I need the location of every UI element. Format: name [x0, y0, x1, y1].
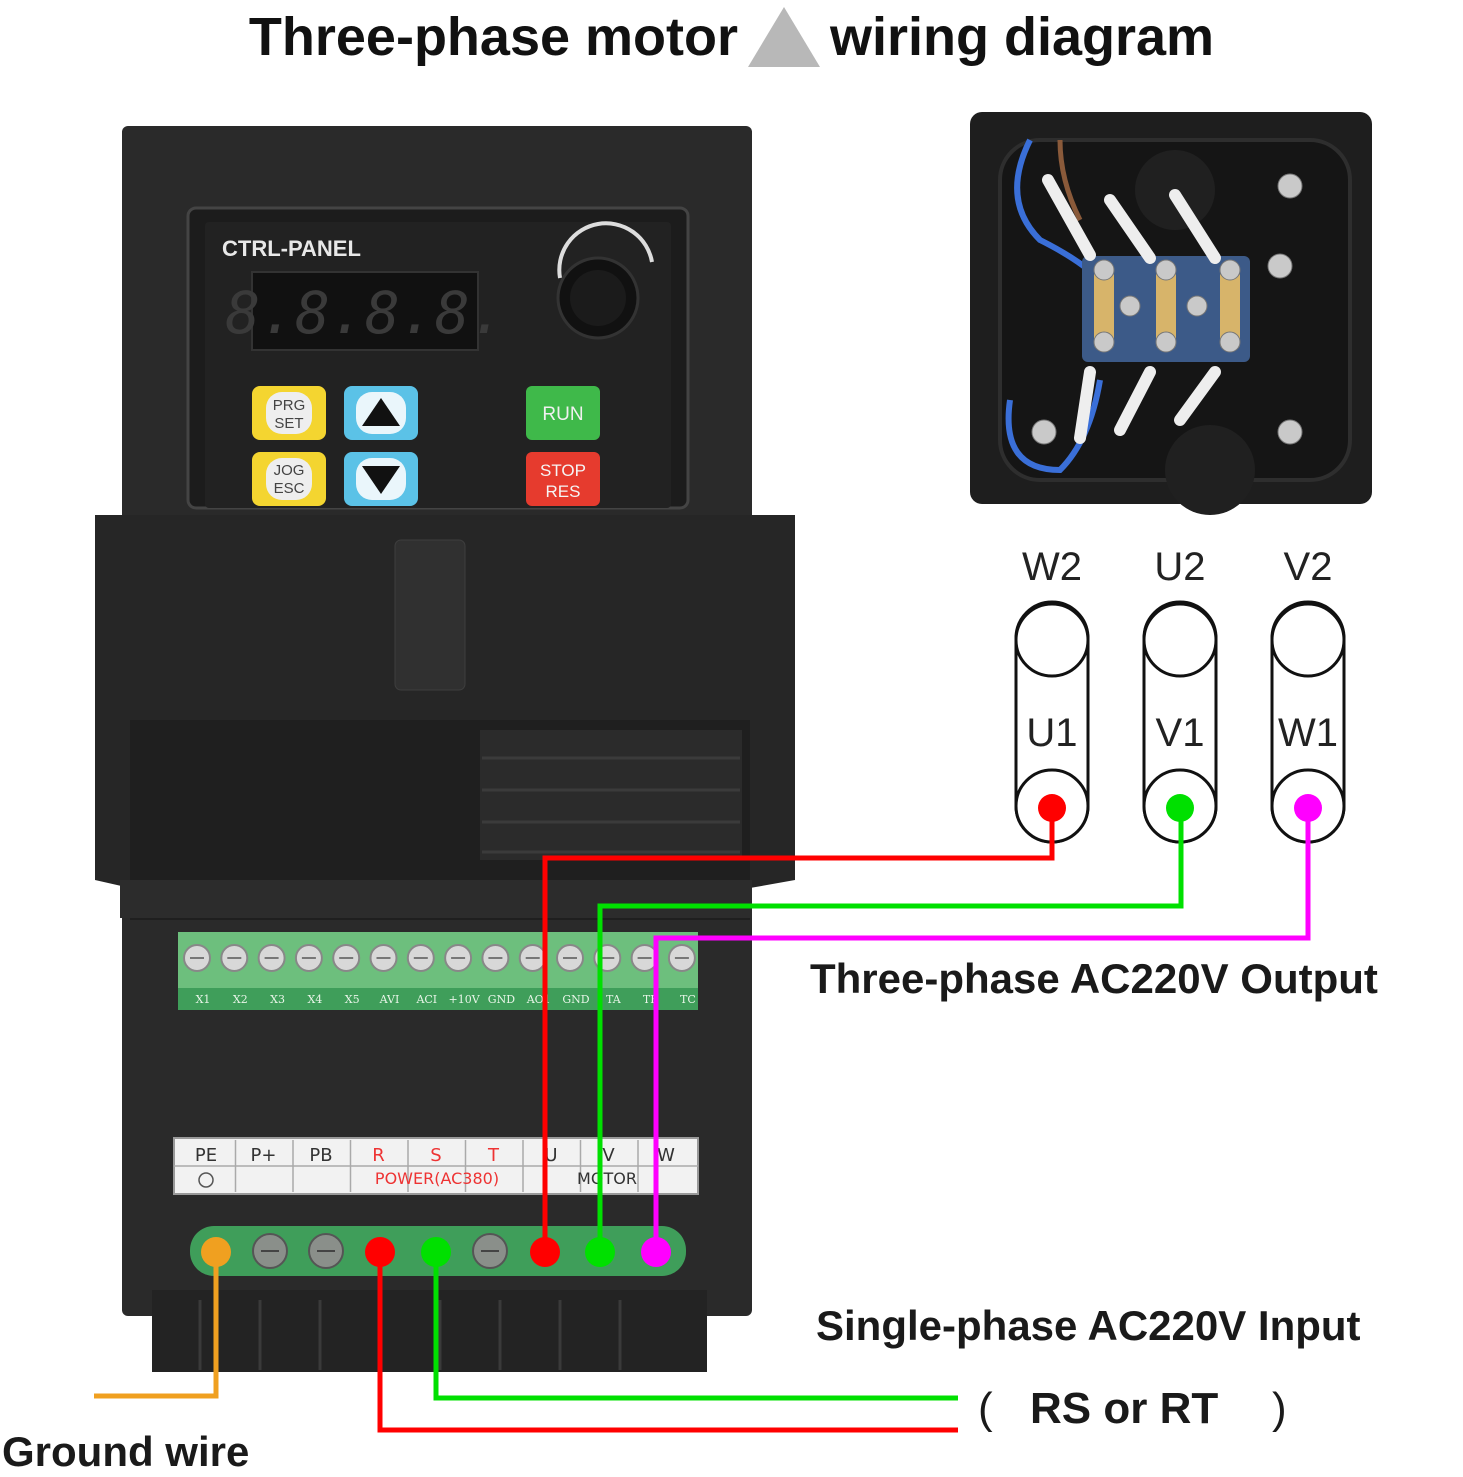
inverter-drive: CTRL-PANEL 8.8.8.8. PRG SET JOG ESC [95, 126, 795, 1372]
power-terminal-label-pe: PE [195, 1145, 217, 1166]
motor-group-label: MOTOR [577, 1169, 637, 1188]
ground-wire-label: Ground wire [2, 1428, 250, 1475]
control-terminal-label: +10V [449, 993, 481, 1006]
run-label: RUN [542, 404, 583, 425]
power-terminal-label-pb: PB [309, 1145, 332, 1166]
run-button[interactable]: RUN [526, 386, 600, 440]
u-terminal-dot [530, 1237, 560, 1267]
control-terminal-label: TC [680, 993, 696, 1006]
power-terminal-label-u: U [544, 1145, 557, 1166]
control-terminal-label: TA [606, 993, 622, 1006]
speed-knob[interactable] [556, 221, 654, 340]
coil-bottom-label: U1 [1026, 711, 1077, 755]
terminal-dots [201, 1237, 671, 1267]
power-terminal-label-r: R [372, 1145, 385, 1166]
coil-bottom-label: W1 [1278, 711, 1338, 755]
control-terminal-label: X2 [233, 993, 248, 1006]
panel-brand: CTRL-PANEL [222, 236, 361, 261]
prg-label: PRG [273, 397, 306, 414]
jog-label: JOG [274, 462, 305, 479]
r-input-wire [377, 1250, 958, 1433]
r-terminal-dot [365, 1237, 395, 1267]
control-terminal-label: AVI [379, 993, 400, 1006]
power-terminal-label-s: S [430, 1145, 441, 1166]
motor-junction-box-photo [970, 112, 1372, 515]
control-terminal-label: GND [488, 993, 515, 1006]
control-terminal-label: X5 [345, 993, 360, 1006]
coil-bottom-label: V1 [1156, 711, 1205, 755]
stop-res-button[interactable]: STOP RES [526, 452, 600, 506]
down-arrow-button[interactable] [344, 452, 418, 506]
wire-group [94, 808, 1311, 1433]
s-input-wire [433, 1250, 958, 1401]
v-terminal-dot [585, 1237, 615, 1267]
control-terminal-label: GND [562, 993, 589, 1006]
input-terminals-label: RS or RT [1030, 1384, 1219, 1433]
input-paren-open: ( [978, 1384, 993, 1433]
power-terminal-label-pplus: P+ [251, 1145, 277, 1166]
earth-icon [198, 1172, 214, 1188]
control-terminal-label: ACI [415, 993, 437, 1006]
power-terminal-label-t: T [487, 1145, 500, 1166]
power-terminal-label-w: W [657, 1145, 675, 1166]
coil-top-label: U2 [1154, 545, 1205, 589]
set-label: SET [274, 415, 303, 432]
power-terminal-label-v: V [602, 1145, 615, 1166]
coil-top-label: V2 [1284, 545, 1333, 589]
u-output-wire [542, 808, 1055, 1250]
input-paren-close: ) [1272, 1384, 1287, 1433]
title-part-2: wiring diagram [830, 7, 1215, 67]
power-terminal-label: PE P+ PB R S T U V W POWER(AC380) MOTOR [173, 1137, 699, 1195]
s-terminal-dot [421, 1237, 451, 1267]
jog-esc-button[interactable]: JOG ESC [252, 452, 326, 506]
input-label: Single-phase AC220V Input [816, 1302, 1361, 1349]
control-terminal-label: X4 [307, 993, 322, 1006]
w-terminal-dot [641, 1237, 671, 1267]
v-output-wire [597, 808, 1184, 1250]
stop-label: STOP [540, 461, 586, 480]
title-part-1: Three-phase motor [248, 7, 738, 67]
seven-segment-display: 8.8.8.8. [225, 279, 504, 347]
control-terminal-label: X3 [270, 993, 285, 1006]
esc-label: ESC [274, 480, 305, 497]
up-arrow-icon [362, 398, 400, 426]
prg-set-button[interactable]: PRG SET [252, 386, 326, 440]
w-output-wire [653, 808, 1311, 1250]
control-terminal-label: X1 [196, 993, 211, 1006]
output-label: Three-phase AC220V Output [810, 955, 1378, 1002]
terminal-cover[interactable] [95, 515, 795, 920]
coil-top-label: W2 [1022, 545, 1082, 589]
ground-wire [94, 1250, 219, 1399]
power-group-label: POWER(AC380) [375, 1169, 499, 1188]
res-label: RES [546, 482, 581, 501]
page-title: Three-phase motor wiring diagram [0, 2, 1463, 72]
triangle-icon [748, 7, 820, 67]
up-arrow-button[interactable] [344, 386, 418, 440]
down-arrow-icon [362, 466, 400, 494]
pe-terminal-dot [201, 1237, 231, 1267]
